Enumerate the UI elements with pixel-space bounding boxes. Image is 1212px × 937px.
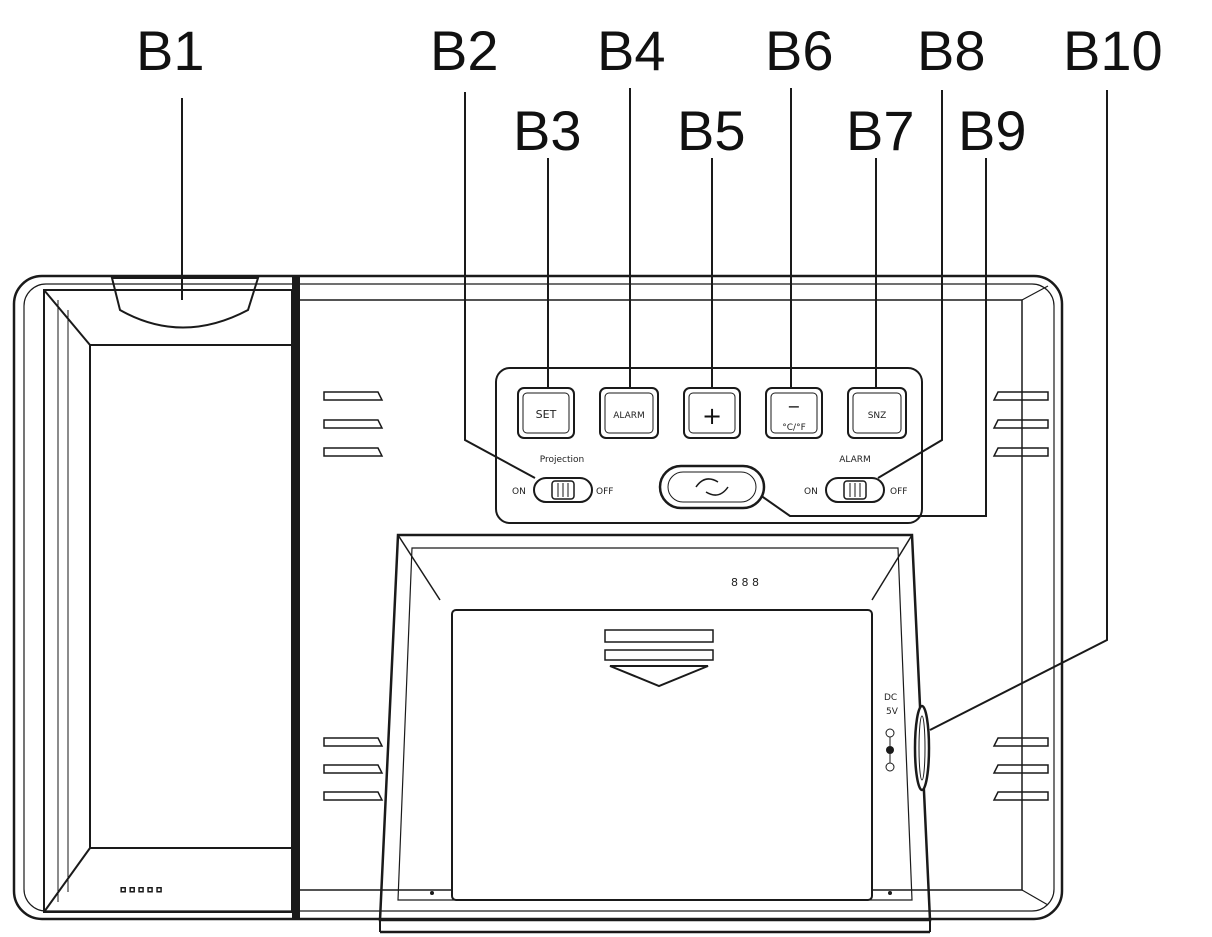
divider-bar xyxy=(292,276,300,919)
callout-b8: B8 xyxy=(917,19,986,82)
projector-bottom-marks: ▫ ▫ ▫ ▫ ▫ xyxy=(120,885,162,895)
callout-b1: B1 xyxy=(136,19,205,82)
projector-lens xyxy=(110,277,260,329)
alarm-button[interactable]: ALARM xyxy=(599,387,659,439)
projector-panel-recess xyxy=(89,344,293,849)
rotate-arrows-icon xyxy=(695,478,729,496)
leader-b9 xyxy=(759,158,987,517)
vent-bottom-right xyxy=(992,737,1049,801)
projector-panel-frame xyxy=(43,289,293,913)
leader-b2 xyxy=(464,92,536,479)
unit-toggle-label: °C/°F xyxy=(782,423,806,433)
callout-b3: B3 xyxy=(513,99,582,162)
alarm-button-label: ALARM xyxy=(613,411,645,421)
rotate-projection-button[interactable] xyxy=(658,464,766,510)
battery-cover-arrow-icon xyxy=(609,665,709,688)
projection-switch-label: Projection xyxy=(540,455,585,465)
vent-top-left xyxy=(323,391,384,457)
minus-unit-button[interactable]: − °C/°F xyxy=(765,387,823,439)
callout-b7: B7 xyxy=(846,99,915,162)
dc-polarity-icon xyxy=(885,728,895,772)
leader-b8 xyxy=(877,90,943,479)
callout-b6: B6 xyxy=(765,19,834,82)
control-panel xyxy=(495,367,923,524)
plus-button-label: + xyxy=(702,402,722,430)
set-button-label: SET xyxy=(536,408,557,421)
set-button[interactable]: SET xyxy=(517,387,575,439)
callout-b10: B10 xyxy=(1063,19,1163,82)
stand-label: 8 8 8 xyxy=(731,576,759,589)
inner-rim xyxy=(23,283,1055,912)
projection-switch[interactable] xyxy=(533,477,593,503)
projection-off-label: OFF xyxy=(596,487,613,497)
stand xyxy=(378,533,932,934)
dc-label: DC xyxy=(884,693,897,703)
callout-b5: B5 xyxy=(677,99,746,162)
alarm-switch-label: ALARM xyxy=(839,455,871,465)
leader-b10 xyxy=(929,90,1108,731)
callout-b2: B2 xyxy=(430,19,499,82)
alarm-switch[interactable] xyxy=(825,477,885,503)
callout-b9: B9 xyxy=(958,99,1027,162)
minus-button-label: − xyxy=(787,397,800,416)
vent-bottom-left xyxy=(323,737,384,801)
vent-slots xyxy=(323,391,1049,801)
screw-icon-right xyxy=(888,891,892,895)
projector-panel: ▫ ▫ ▫ ▫ ▫ xyxy=(43,276,300,919)
snooze-button[interactable]: SNZ xyxy=(847,387,907,439)
battery-cover-grip xyxy=(604,629,714,643)
alarm-off-label: OFF xyxy=(890,487,907,497)
battery-cover[interactable] xyxy=(451,609,873,901)
callout-b4: B4 xyxy=(597,19,666,82)
dc-power-jack[interactable] xyxy=(913,704,931,792)
dc-voltage-label: 5V xyxy=(886,707,899,717)
snooze-button-label: SNZ xyxy=(868,411,887,421)
vent-top-right xyxy=(992,391,1049,457)
alarm-on-label: ON xyxy=(804,487,818,497)
plus-button[interactable]: + xyxy=(683,387,741,439)
leader-lines xyxy=(181,88,1108,731)
projection-on-label: ON xyxy=(512,487,526,497)
screw-icon-left xyxy=(430,891,434,895)
